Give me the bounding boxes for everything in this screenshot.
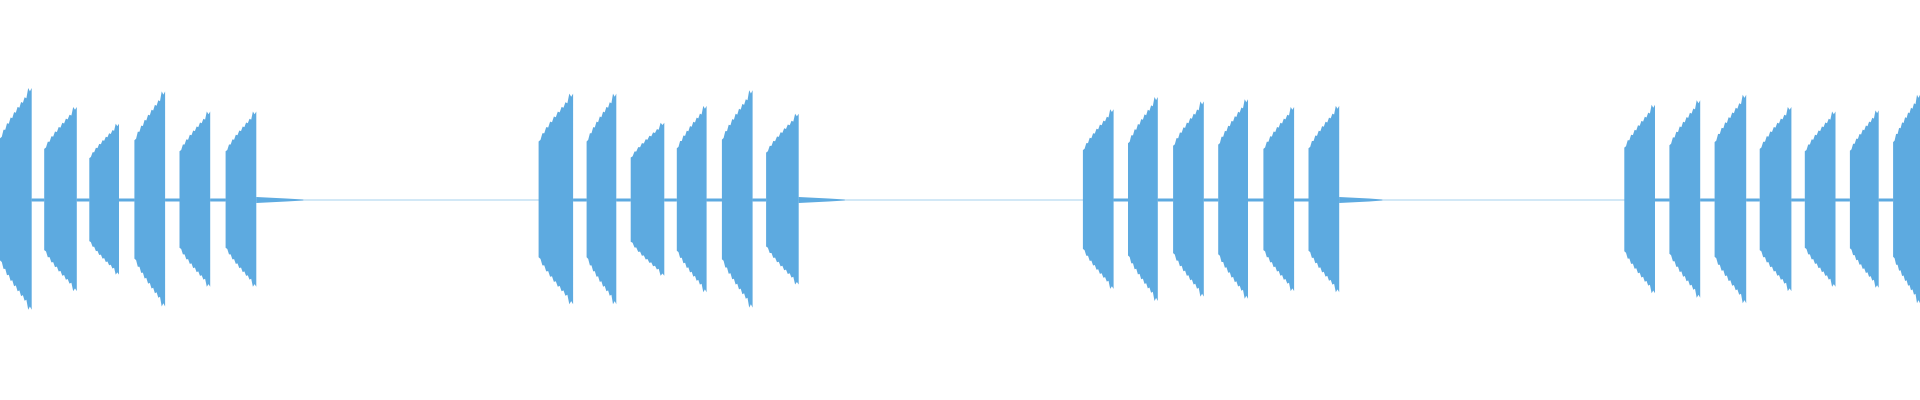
waveform-gap-signal bbox=[573, 198, 587, 202]
waveform-gap-signal bbox=[1655, 198, 1670, 202]
waveform-pulse bbox=[134, 91, 166, 307]
waveform-pulse bbox=[1082, 109, 1114, 289]
waveform-pulse bbox=[1308, 105, 1340, 293]
waveform-pulse bbox=[1849, 110, 1879, 288]
waveform-pulse bbox=[1263, 107, 1295, 292]
waveform-pulse bbox=[0, 88, 32, 310]
waveform-bursts bbox=[0, 88, 1920, 310]
waveform-gap-signal bbox=[1791, 198, 1805, 202]
waveform-pulse bbox=[586, 93, 617, 305]
waveform-pulse bbox=[1893, 94, 1920, 304]
waveform-gap-signal bbox=[664, 198, 677, 202]
waveform-pulse bbox=[1173, 101, 1204, 297]
waveform-pulse bbox=[89, 123, 119, 275]
waveform-gap-signal bbox=[1113, 198, 1128, 202]
waveform-burst-3 bbox=[1082, 97, 1383, 301]
waveform-tail bbox=[256, 197, 304, 203]
waveform-pulse bbox=[1714, 94, 1747, 304]
waveform-pulse bbox=[225, 111, 257, 287]
waveform-gap-signal bbox=[752, 198, 766, 202]
waveform-burst-1 bbox=[0, 88, 304, 310]
waveform-pulse bbox=[1218, 99, 1248, 299]
waveform-pulse bbox=[1128, 97, 1158, 301]
waveform-gap-signal bbox=[1248, 198, 1264, 202]
waveform-gap-signal bbox=[1294, 198, 1309, 202]
waveform-pulse bbox=[1624, 104, 1655, 294]
waveform-gap-signal bbox=[1746, 198, 1760, 202]
waveform-pulse bbox=[630, 122, 665, 276]
waveform-pulse bbox=[538, 93, 574, 305]
waveform-pulse bbox=[766, 113, 799, 285]
waveform-pulse bbox=[44, 107, 77, 292]
waveform-gap-signal bbox=[1157, 198, 1174, 202]
waveform-tail bbox=[798, 197, 845, 203]
waveform-pulse bbox=[179, 111, 211, 287]
waveform-pulse bbox=[721, 90, 753, 308]
waveform-gap-signal bbox=[76, 198, 90, 202]
waveform-gap-signal bbox=[1203, 198, 1219, 202]
waveform-gap-signal bbox=[210, 198, 226, 202]
waveform-tail bbox=[1339, 197, 1383, 203]
waveform-gap-signal bbox=[1878, 198, 1894, 202]
waveform-gap-signal bbox=[1700, 198, 1715, 202]
waveform-burst-2 bbox=[538, 90, 845, 308]
waveform-burst-4 bbox=[1624, 94, 1920, 304]
waveform-gap-signal bbox=[706, 198, 722, 202]
waveform-gap-signal bbox=[31, 198, 45, 202]
waveform-pulse bbox=[1669, 100, 1701, 298]
waveform-pulse bbox=[1759, 107, 1792, 292]
waveform-gap-signal bbox=[119, 198, 135, 202]
waveform-gap-signal bbox=[165, 198, 180, 202]
waveform-pulse bbox=[1804, 111, 1836, 287]
waveform-gap-signal bbox=[616, 198, 631, 202]
waveform-gap-signal bbox=[1835, 198, 1850, 202]
waveform-pulse bbox=[676, 105, 707, 293]
